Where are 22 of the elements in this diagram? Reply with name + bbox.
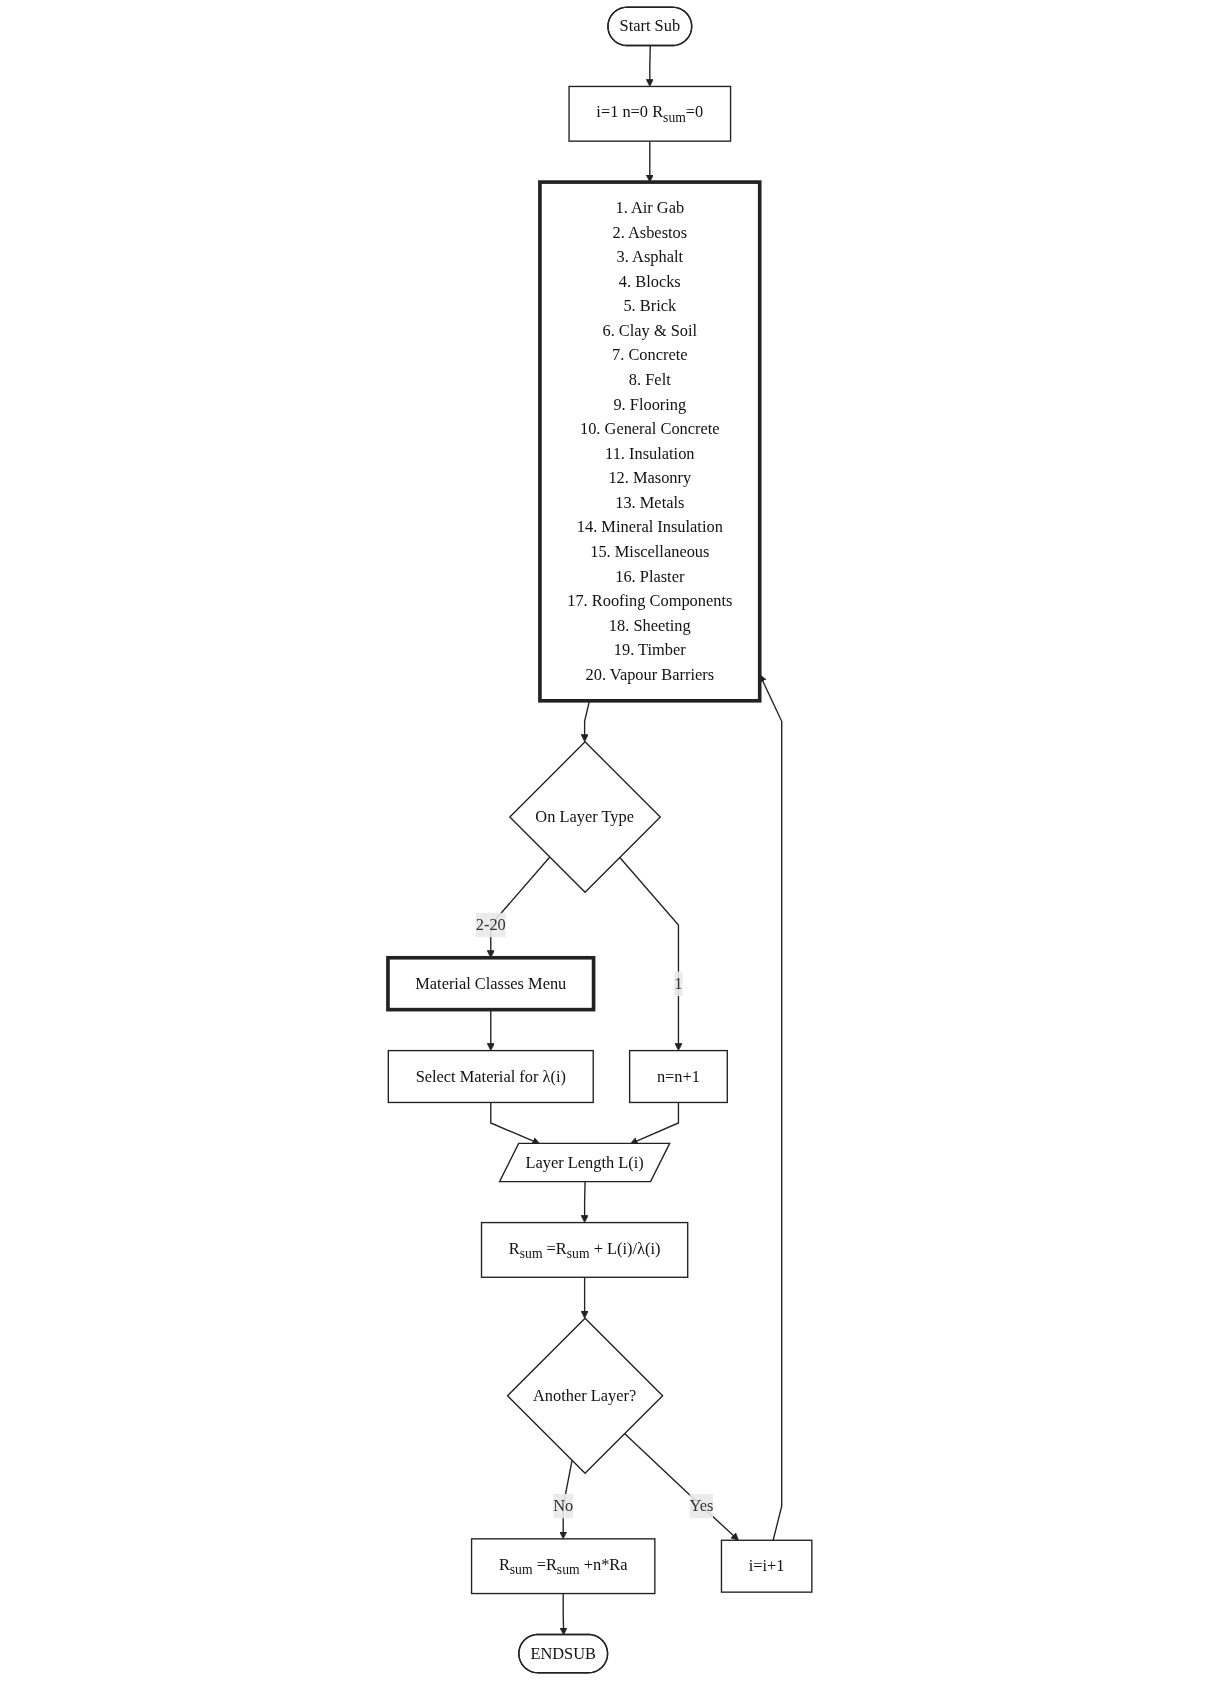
node-box: R$_{sum}$ =R$_{sum}$ + L(i)/λ(i): [480, 1221, 689, 1278]
arrow: [623, 1432, 739, 1541]
edge-label: No: [553, 1496, 574, 1515]
arrow: [580, 1181, 589, 1223]
node-box: i=1 n=0 R$_{sum}$=0: [568, 85, 732, 142]
arrow: [580, 1276, 589, 1319]
node-diamond: Another Layer?: [506, 1317, 664, 1475]
node-box: Material Classes Menu: [386, 955, 596, 1012]
arrow: [645, 45, 654, 87]
edge-label: Yes: [689, 1496, 714, 1515]
node-box: Select Material for λ(i): [387, 1049, 594, 1104]
arrow: [619, 856, 683, 1051]
node-box: 1. Air Gab 2. Asbestos 3. Asphalt 4. Blocks 5. Brick 6. Clay & Soil 7. Concrete 8. Felt 9. Flooring 10. General Concrete 11. Insulation 12. Masonry 13. Metals 14. Mineral Insulation 15. Miscellaneous 16. Plaster 17. Roofing Components 18. Sheeting 19. Timber 20. Vapour Barriers: [538, 180, 762, 703]
arrow: [580, 700, 591, 743]
node-box: i=i+1: [720, 1539, 813, 1593]
arrow: [645, 140, 654, 183]
edge-label: 2-20: [475, 915, 506, 934]
edge-label: 1: [674, 974, 683, 993]
node-box: n=n+1: [629, 1049, 729, 1104]
node-box: R$_{sum}$ =R$_{sum}$ +n*Ra: [471, 1538, 656, 1595]
node-diamond: On Layer Type: [508, 740, 662, 894]
arrow: [559, 1592, 568, 1636]
